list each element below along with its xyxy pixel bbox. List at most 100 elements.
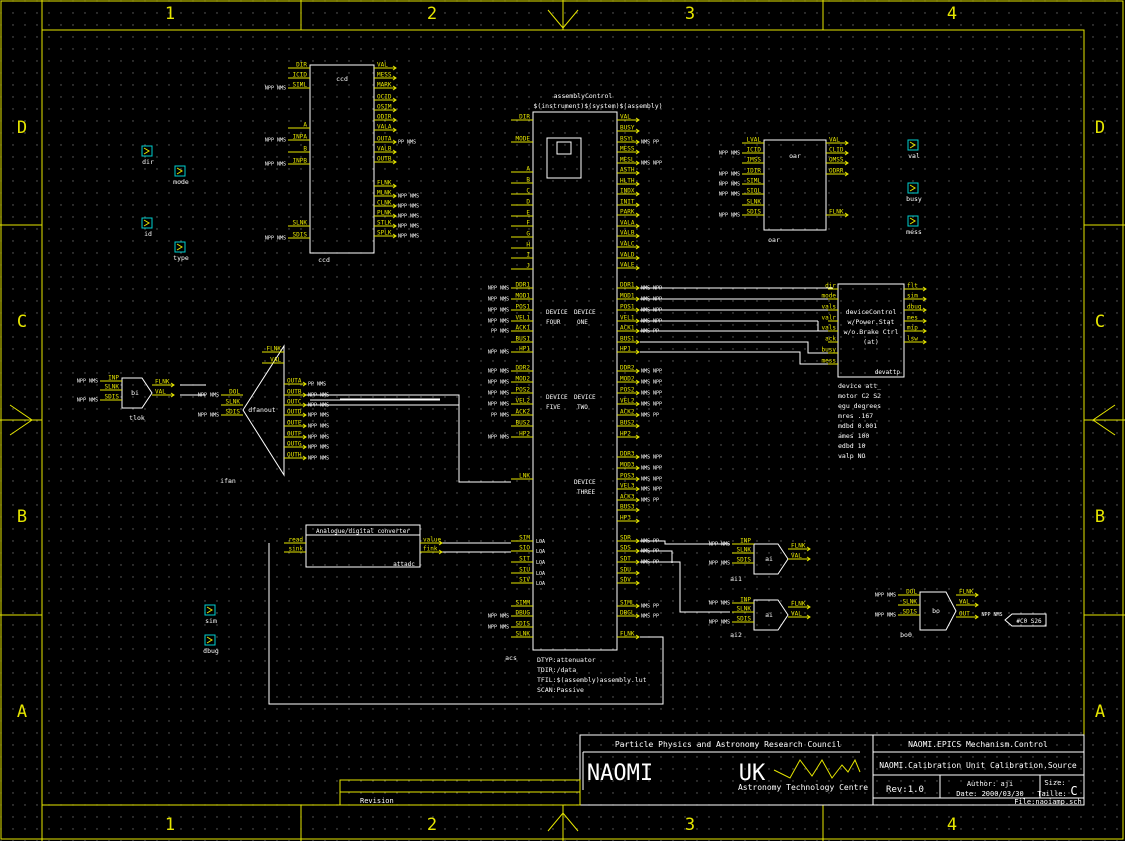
logo-atc: Astronomy Technology Centre — [738, 783, 868, 792]
pin-tag: NMS NPP — [641, 380, 662, 386]
bi-name: bi — [131, 389, 139, 397]
io-sim-port-label: sim — [205, 617, 217, 625]
pin-dbug: DBUG — [516, 610, 531, 617]
pin-arrow — [635, 285, 640, 291]
device-pin-vals: vals — [822, 304, 837, 311]
pin-clnk: CLNK — [377, 200, 392, 207]
input-dir-port-icon[interactable] — [141, 145, 153, 157]
ccd-name: ccd — [336, 75, 348, 83]
logo-uk: UK — [739, 761, 766, 786]
input-type-port-label: type — [173, 254, 189, 262]
pin-hp1: HP1 — [519, 346, 530, 353]
pin-arrow — [392, 233, 397, 239]
pin-arrow — [635, 307, 640, 313]
input-id-port-icon[interactable] — [141, 217, 153, 229]
pin-ocid: OCID — [377, 94, 392, 101]
pin-mod1: MOD1 — [620, 293, 635, 300]
output-mess-port-icon[interactable] — [907, 215, 919, 227]
ai1-block[interactable] — [753, 543, 789, 575]
device-note: mres .167 — [838, 412, 873, 420]
pin-flnk: FLNK — [791, 543, 806, 550]
bo-block[interactable] — [919, 591, 957, 631]
assembly-control-block[interactable] — [532, 111, 618, 651]
pin-out: OUT — [959, 611, 970, 618]
pin-arrow — [635, 559, 640, 565]
pin-mod1: MOD1 — [516, 293, 531, 300]
pin-arrow — [635, 570, 640, 576]
pin-arrow — [392, 107, 397, 113]
pin-arrow — [302, 434, 307, 440]
col-label-4: 4 — [947, 4, 957, 24]
output-val-port-arrow — [909, 141, 916, 149]
output-busy-port-icon[interactable] — [907, 182, 919, 194]
pin-valb: VALB — [620, 230, 635, 237]
pin-hp1: HP1 — [620, 346, 631, 353]
pin-tag: NPP NMS — [709, 601, 730, 607]
pin-arrow — [635, 507, 640, 513]
ai2-block[interactable] — [753, 599, 789, 631]
pin-arrow — [392, 117, 397, 123]
output-val-port-icon[interactable] — [907, 139, 919, 151]
pin-tag: NPP NMS — [398, 234, 419, 240]
row-label-c: C — [17, 312, 27, 332]
pin-osim: OSIM — [377, 104, 392, 111]
pin-tag: NPP NMS — [265, 138, 286, 144]
ccd-block[interactable] — [309, 64, 375, 254]
pin-arrow — [844, 171, 849, 177]
pin-arrow — [974, 614, 979, 620]
ai2-name: ai — [765, 611, 773, 619]
dfanout-block[interactable] — [242, 344, 285, 477]
bo-out-qualifier: NPP NMS — [981, 612, 1002, 618]
io-sim-port-arrow — [206, 606, 213, 614]
pin-arrow — [806, 556, 811, 562]
pin-simm: SIMM — [516, 600, 531, 607]
pin-outh: OUTH — [287, 452, 302, 459]
pin-j: J — [526, 263, 530, 270]
pin-tag: NMS NPP — [641, 297, 662, 303]
pin-tag: NPP NMS — [709, 620, 730, 626]
pin-lnk: LNK — [519, 473, 530, 480]
pin-vel3: VEL3 — [620, 483, 635, 490]
pin-slnk: SLNK — [737, 606, 752, 613]
pin-tag: NPP NMS — [77, 398, 98, 404]
pin-outc: OUTC — [287, 399, 302, 406]
pin-arrow — [302, 455, 307, 461]
col-label-3: 3 — [685, 4, 695, 24]
pin-val: VAL — [791, 611, 802, 618]
bi-instance: tlok — [129, 414, 145, 422]
row-label-b-right: B — [1095, 507, 1105, 527]
bo-out-tag-label: #C0 S26 — [1016, 618, 1042, 625]
oar-block[interactable] — [763, 139, 827, 231]
load-tag: LOA — [536, 549, 545, 555]
pin-tag: NMS PP — [641, 560, 659, 566]
pin-arrow — [806, 614, 811, 620]
pin-flnk: FLNK — [791, 601, 806, 608]
pin-arrow — [806, 604, 811, 610]
pin-siml: SIML — [620, 600, 635, 607]
pin-inp: INP — [108, 375, 119, 382]
pin-arrow — [392, 159, 397, 165]
input-mode-port-label: mode — [173, 178, 189, 186]
pin-arrow — [922, 286, 927, 292]
project-title: NAOMI.EPICS Mechanism.Control — [908, 740, 1048, 749]
adc-block[interactable] — [305, 524, 421, 568]
input-mode-port-icon[interactable] — [174, 165, 186, 177]
bi-block[interactable] — [121, 377, 153, 409]
output-mess-port-label: mess — [906, 228, 922, 236]
pin-sdis: SDIS — [105, 394, 120, 401]
io-sim-port-icon[interactable] — [204, 604, 216, 616]
pin-asth: ASTH — [620, 167, 635, 174]
pin-tag: NPP NMS — [308, 403, 329, 409]
pin-hp3: HP3 — [620, 515, 631, 522]
pin-arrow — [844, 160, 849, 166]
pin-arrow — [635, 244, 640, 250]
ai1-instance: ai1 — [730, 575, 742, 583]
pin-ack2: ACK2 — [516, 409, 531, 416]
pin-siu: SIU — [519, 567, 530, 574]
pin-outb: OUTB — [377, 156, 392, 163]
io-dbug-port-icon[interactable] — [204, 634, 216, 646]
pin-mod3: MOD3 — [620, 462, 635, 469]
device-title-line: deviceControl — [846, 308, 897, 316]
input-type-port-icon[interactable] — [174, 241, 186, 253]
